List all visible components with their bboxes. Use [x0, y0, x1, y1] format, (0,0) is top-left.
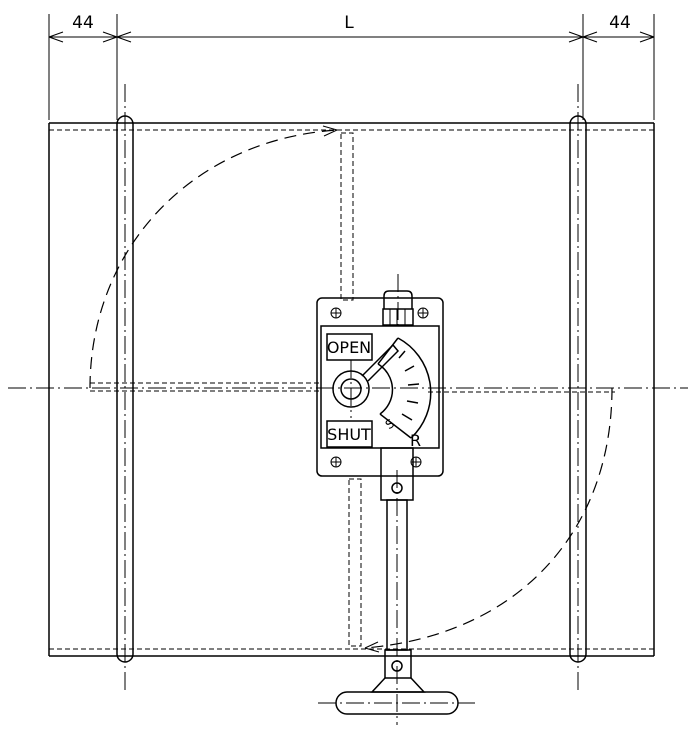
handle-assembly: [318, 447, 475, 725]
scale-mark-s: S: [383, 416, 397, 432]
arrowhead: [639, 31, 655, 43]
scale-tick: [404, 365, 415, 372]
swing-arc-upper: [89, 129, 338, 389]
dimension-right-flange: 44: [609, 13, 631, 33]
blade-upper-hidden: [340, 132, 354, 301]
scale-mark-r: R: [410, 431, 421, 450]
indicator-needle: [361, 343, 400, 382]
scale-tick: [406, 400, 419, 404]
arrowhead: [102, 31, 118, 43]
scale-arc-outer: [397, 337, 432, 439]
operator-unit: OPEN SHUT S R: [316, 274, 444, 477]
arrowhead: [568, 31, 584, 43]
screw-icon: [330, 307, 342, 319]
scale-tick: [401, 413, 413, 421]
open-label: OPEN: [327, 338, 371, 357]
shut-label: SHUT: [327, 425, 371, 444]
swing-arcs: [89, 125, 613, 653]
scale-arc-inner: [377, 363, 394, 415]
rod-lower-block: [384, 649, 412, 679]
dimension-left-flange: 44: [72, 13, 94, 33]
operator-box-inner: [320, 325, 440, 449]
flange-left: [116, 84, 134, 690]
open-label-box: [326, 333, 373, 361]
arc-arrow-lower: [364, 641, 380, 653]
dimension-length: L: [344, 13, 354, 33]
screw-icon: [330, 456, 342, 468]
arrowhead: [582, 31, 598, 43]
flange-right: [569, 84, 587, 690]
shut-label-box: [326, 420, 373, 448]
scale-tick: [407, 383, 420, 386]
operator-box: [316, 297, 444, 477]
handle-neck: [370, 677, 426, 693]
damper-blade: [90, 132, 615, 647]
blade-lower-hidden: [348, 478, 362, 647]
scale-edge-bottom: [379, 413, 412, 439]
scale-tick: [398, 350, 406, 359]
swing-arc-lower: [364, 387, 613, 649]
rod-pin-lower: [391, 660, 403, 672]
arrowhead: [48, 31, 64, 43]
dimension-group: 44 L 44: [48, 13, 655, 120]
arc-arrow-upper: [322, 125, 338, 137]
duct-body: [48, 122, 655, 657]
scale-edge-top: [377, 337, 399, 365]
arrowhead: [116, 31, 132, 43]
screw-icon: [417, 307, 429, 319]
